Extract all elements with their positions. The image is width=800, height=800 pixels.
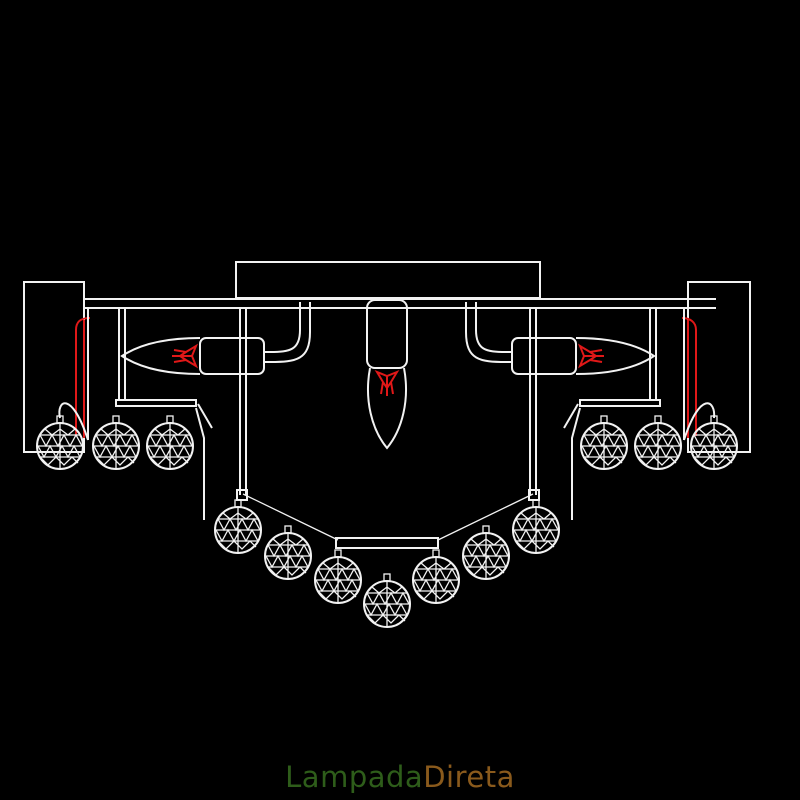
left-side-plate: [23, 281, 91, 453]
crystal-ball: [412, 549, 460, 604]
crystal-ball: [314, 549, 362, 604]
watermark-part-2: Direta: [423, 760, 515, 794]
left-bulb: [120, 302, 311, 375]
main-arm: [84, 298, 716, 309]
swag-chain: [236, 489, 540, 549]
right-bulb: [465, 302, 656, 375]
crystal-ball: [363, 573, 411, 628]
left-ball-bracket: [58, 399, 213, 520]
ceiling-canopy: [235, 261, 541, 299]
watermark-part-1: Lampada: [285, 760, 424, 794]
vertical-rods: [118, 308, 657, 495]
right-ball-bracket: [563, 399, 716, 520]
center-bulb: [366, 299, 408, 450]
crystal-ball: [264, 525, 312, 580]
crystal-ball: [146, 415, 194, 470]
crystal-ball: [634, 415, 682, 470]
crystal-ball: [214, 499, 262, 554]
crystal-ball: [690, 415, 738, 470]
crystal-ball: [462, 525, 510, 580]
crystal-ball: [512, 499, 560, 554]
brand-watermark: LampadaDireta: [0, 760, 800, 794]
crystal-ball: [580, 415, 628, 470]
crystal-ball: [92, 415, 140, 470]
